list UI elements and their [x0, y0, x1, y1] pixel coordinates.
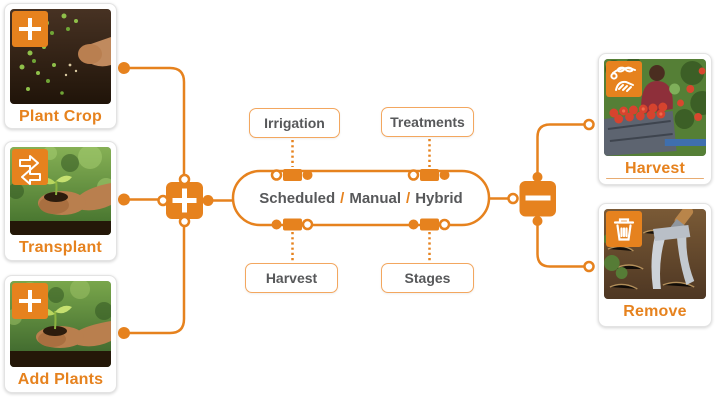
connector-plant-crop [124, 66, 186, 174]
process-box-label: Stages [404, 270, 451, 286]
remove-photo [604, 209, 706, 299]
add-node[interactable] [157, 173, 214, 228]
port-circle [407, 169, 420, 181]
plus-icon [12, 283, 48, 319]
port-dot [202, 195, 214, 206]
port-circle [507, 192, 519, 205]
connector-harvest [536, 123, 584, 175]
card-label: Plant Crop [19, 108, 102, 125]
card-transplant[interactable]: Transplant [4, 141, 117, 261]
hand-picking-icon [606, 61, 642, 97]
mode-hub-text: Scheduled / Manual / Hybrid [233, 171, 489, 225]
plus-icon [12, 11, 48, 47]
process-box-label: Treatments [390, 114, 465, 130]
harvest-photo [604, 59, 706, 156]
port-circle [178, 173, 191, 186]
connector-add-plants [124, 227, 186, 335]
port-dot [532, 216, 543, 226]
endpoint-dot [118, 327, 130, 339]
card-add-plants[interactable]: Add Plants [4, 275, 117, 393]
mode-option-manual[interactable]: Manual [349, 189, 402, 207]
swap-arrows-icon [12, 149, 48, 185]
process-box-harvest[interactable]: Harvest [245, 263, 338, 293]
card-label: Add Plants [17, 371, 104, 388]
hub-port-irrigation [283, 169, 302, 181]
transplant-photo [10, 147, 111, 235]
process-box-irrigation[interactable]: Irrigation [249, 108, 340, 138]
card-label: Remove [623, 303, 687, 320]
process-box-treatments[interactable]: Treatments [381, 107, 474, 137]
port-dot [532, 172, 543, 182]
process-box-label: Irrigation [264, 115, 325, 131]
mode-hub-pill[interactable] [231, 169, 491, 227]
mode-separator: / [340, 189, 345, 207]
card-harvest[interactable]: Harvest [598, 53, 712, 185]
process-box-stages[interactable]: Stages [381, 263, 474, 293]
card-plant-crop[interactable]: Plant Crop [4, 3, 117, 129]
port-circle [270, 169, 283, 181]
port-dot [271, 219, 282, 230]
hub-port-stages [420, 218, 439, 231]
endpoint-dot [118, 193, 130, 206]
endpoint-circle [583, 118, 595, 131]
process-box-label: Harvest [265, 270, 318, 286]
plant-crop-photo [10, 9, 111, 104]
card-accent-strip [606, 178, 704, 179]
card-label: Transplant [19, 239, 102, 256]
port-dot [439, 170, 450, 180]
port-circle [438, 218, 451, 231]
hub-port-treatments [420, 169, 439, 181]
connector-remove [536, 222, 584, 268]
endpoint-circle [583, 260, 595, 273]
endpoint-dot [118, 62, 130, 74]
add-plants-photo [10, 281, 111, 367]
trash-icon [606, 211, 642, 247]
port-circle [178, 215, 191, 228]
port-dot [302, 170, 313, 180]
port-circle [301, 218, 314, 231]
remove-node[interactable] [507, 172, 557, 226]
card-remove[interactable]: Remove [598, 203, 712, 327]
mode-option-hybrid[interactable]: Hybrid [415, 189, 463, 207]
port-dot [408, 219, 419, 230]
mode-separator: / [406, 189, 411, 207]
card-label: Harvest [624, 160, 686, 177]
hub-port-harvest [283, 218, 302, 231]
remove-photo-art [604, 209, 706, 299]
port-circle [157, 194, 169, 207]
transplant-photo-art [10, 147, 111, 235]
mode-option-scheduled[interactable]: Scheduled [259, 189, 336, 207]
